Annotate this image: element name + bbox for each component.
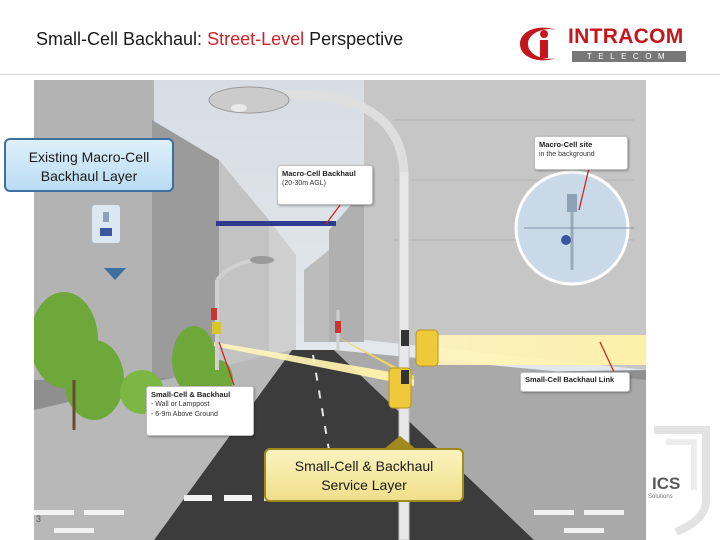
small-cell-link-beam-left xyxy=(214,342,414,386)
small-callout-tail xyxy=(384,436,416,449)
building-right-side xyxy=(329,190,364,342)
side-brand-graphic xyxy=(654,426,710,536)
macro-callout-tail xyxy=(104,268,126,280)
building-left-mid xyxy=(219,160,269,380)
sidewalk-right xyxy=(334,350,646,540)
macro-site-thumbnail xyxy=(92,205,120,243)
intracom-logo: INTRACOM TELECOM xyxy=(516,22,688,66)
building-left-back xyxy=(269,220,296,370)
label-macro-backhaul: Macro-Cell Backhaul(20-30m AGL) xyxy=(277,165,373,205)
intracom-mark-icon xyxy=(520,27,556,61)
side-brand-panel: ICS Solutions xyxy=(646,420,720,540)
slide-title: Small-Cell Backhaul: Street-Level Perspe… xyxy=(36,29,404,49)
small-cell-unit-far xyxy=(212,322,221,334)
title-divider xyxy=(0,74,720,75)
small-cell-unit-top xyxy=(415,329,439,367)
label-small-cell-link: Small-Cell Backhaul Link xyxy=(520,372,630,392)
macro-backhaul-link xyxy=(216,221,336,226)
building-right-back xyxy=(304,250,329,342)
trees xyxy=(34,292,233,420)
side-brand-sub: Solutions xyxy=(648,494,673,500)
page-number: 3 xyxy=(36,514,42,524)
small-cell-link-beam-right xyxy=(434,335,646,365)
logo-subtext: TELECOM xyxy=(572,51,686,62)
label-small-cell: Small-Cell & Backhaul- Wall or Lamppost-… xyxy=(146,386,254,436)
logo-wordmark: INTRACOM xyxy=(568,25,684,48)
side-brand-text: ICS xyxy=(652,474,681,493)
